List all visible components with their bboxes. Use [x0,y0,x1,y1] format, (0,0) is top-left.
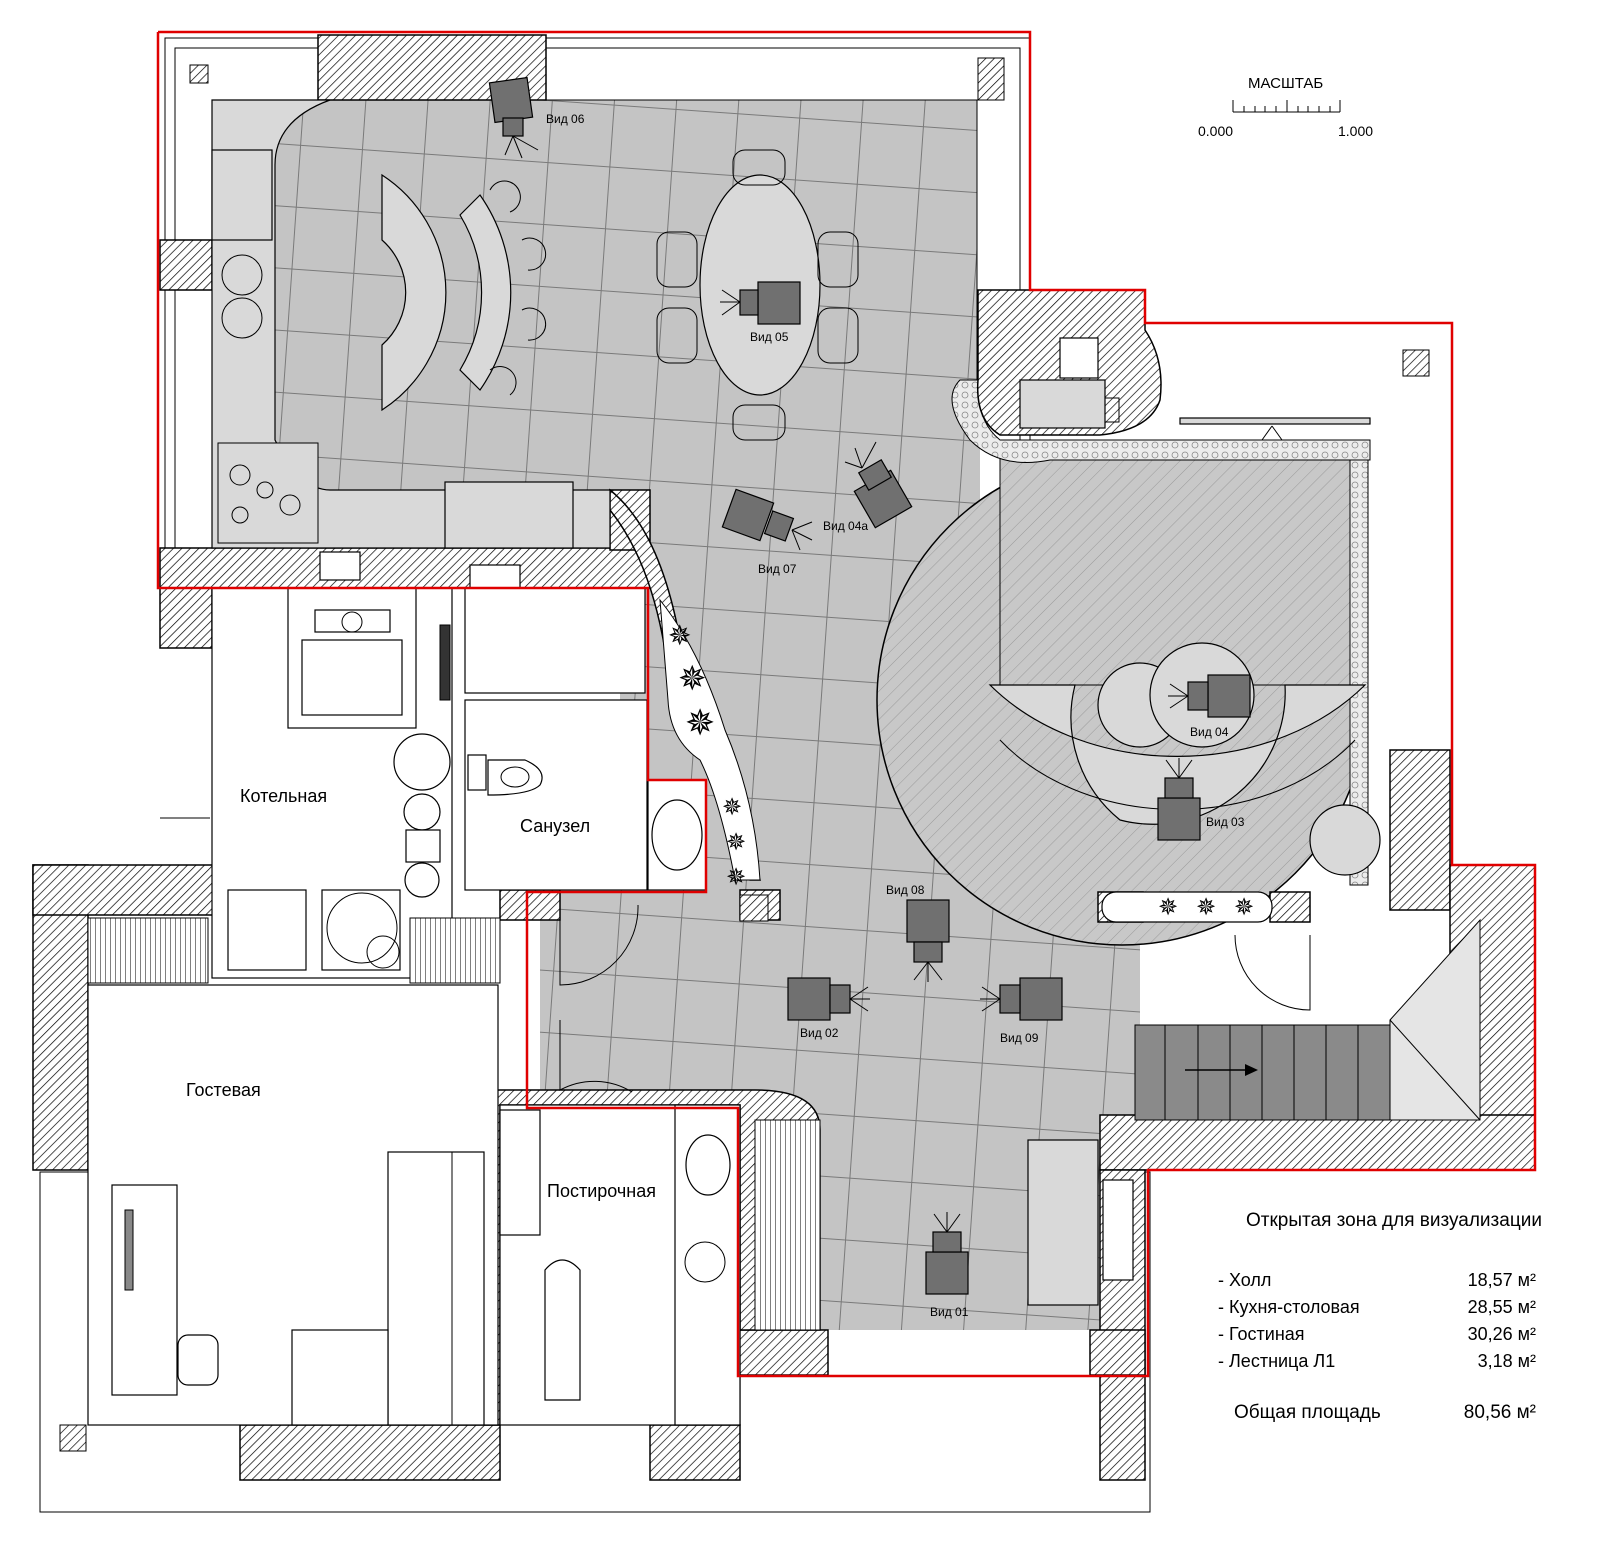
view-label: Вид 01 [930,1305,969,1319]
doors [160,817,1311,1093]
camera-v07 [721,488,813,551]
view-label: Вид 08 [886,883,925,897]
room-label-guest: Гостевая [186,1080,261,1100]
camera-labels: Вид 06 Вид 05 Вид 04а Вид 07 Вид 04 Вид … [546,112,1245,1319]
camera-v03 [1157,758,1201,841]
view-label: Вид 04а [823,519,868,533]
view-label: Вид 05 [750,330,789,344]
view-label: Вид 07 [758,562,797,576]
column-markers [59,57,1430,1452]
cameras [488,76,1251,1295]
scale-title: МАСШТАБ [1248,75,1323,92]
view-label: Вид 04 [1190,725,1229,739]
svg-text:✵: ✵ [722,793,742,821]
service-furniture [111,564,731,1426]
camera-v09 [980,977,1063,1021]
camera-v08 [906,899,950,982]
legend-row: - Кухня-столовая 28,55 м² [1200,1297,1560,1324]
view-label: Вид 09 [1000,1031,1039,1045]
scale-bar: МАСШТАБ 0.000 1.000 [1198,75,1373,139]
camera-v06 [488,76,539,159]
svg-text:✵: ✵ [1234,893,1254,921]
camera-v05 [720,281,801,325]
svg-text:✵: ✵ [726,828,746,856]
camera-v01 [925,1212,969,1295]
legend-row: - Лестница Л1 3,18 м² [1200,1351,1560,1378]
camera-v02 [787,977,870,1021]
room-labels: Котельная Санузел Гостевая Постирочная [186,786,656,1201]
legend-room-name: - Гостиная [1218,1324,1305,1344]
scale-max: 1.000 [1338,123,1373,139]
decorative-plants: ✵ ✵ ✵ ✵ ✵ ✵ ✵ ✵ ✵ [659,598,1254,921]
legend-room-name: - Лестница Л1 [1218,1351,1336,1371]
legend-title: Открытая зона для визуализации [1246,1210,1542,1231]
svg-text:✵: ✵ [1196,893,1216,921]
visualization-zone-outline [156,30,1537,1378]
area-legend: Открытая зона для визуализации - Холл 18… [1200,1210,1560,1424]
legend-room-area: 18,57 м² [1467,1270,1536,1290]
legend-room-area: 3,18 м² [1477,1351,1536,1371]
camera-v04a [844,441,913,529]
view-label: Вид 06 [546,112,585,126]
legend-total: Общая площадь 80,56 м² [1200,1402,1560,1424]
camera-v04 [1168,674,1251,718]
legend-room-area: 30,26 м² [1467,1324,1536,1344]
svg-text:✵: ✵ [678,659,707,699]
view-label: Вид 02 [800,1026,839,1040]
scale-min: 0.000 [1198,123,1233,139]
svg-text:✵: ✵ [668,619,691,652]
view-label: Вид 03 [1206,815,1245,829]
svg-text:✵: ✵ [726,863,746,891]
legend-room-area: 28,55 м² [1467,1297,1536,1317]
radiators [87,917,1481,1331]
svg-text:✵: ✵ [1158,893,1178,921]
legend-row: - Холл 18,57 м² [1200,1270,1560,1297]
room-label-bathroom: Санузел [520,816,590,836]
legend-room-name: - Кухня-столовая [1218,1297,1360,1317]
room-label-laundry: Постирочная [547,1181,656,1201]
legend-total-value: 80,56 м² [1463,1402,1536,1423]
kitchen-furniture [211,99,1371,581]
living-furniture [988,642,1381,1306]
svg-text:✵: ✵ [685,703,715,744]
legend-room-name: - Холл [1218,1270,1272,1290]
legend-total-label: Общая площадь [1234,1402,1381,1423]
room-label-boiler: Котельная [240,786,327,806]
legend-row: - Гостиная 30,26 м² [1200,1324,1560,1351]
